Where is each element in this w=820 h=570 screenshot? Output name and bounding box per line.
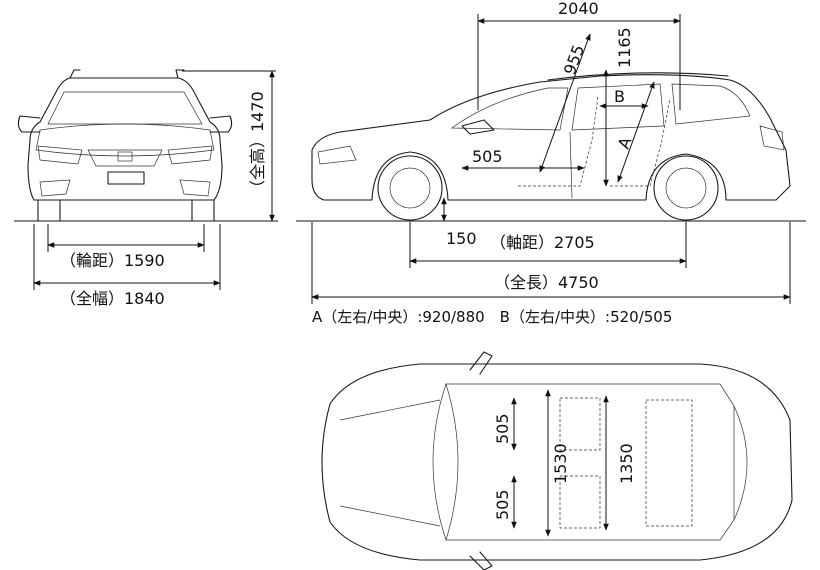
front-left-mirror	[17, 115, 41, 133]
front-roof-rail-right	[175, 69, 185, 79]
top-rear-bench	[645, 399, 693, 527]
side-front-wheel	[377, 155, 443, 221]
front-left-tire	[37, 199, 61, 222]
tread-label: （輪距）1590	[60, 251, 165, 270]
top-mirror-upper	[469, 351, 493, 375]
side-view: 2040 955 1165 B A 505 150 （軸距）2705 （全長）4…	[296, 0, 806, 326]
top-windshield-line	[445, 383, 459, 541]
wheelbase-label: （軸距）2705	[490, 233, 595, 252]
front-right-headlight	[167, 145, 213, 165]
side-taillight	[759, 125, 785, 151]
front-headroom-label: 955	[560, 42, 588, 77]
side-front-seat	[518, 95, 599, 187]
width-label: （全幅）1840	[60, 289, 165, 308]
b-label: B	[614, 87, 625, 106]
top-seat-lower-label: 505	[493, 489, 512, 520]
front-roof-rail-left	[69, 69, 81, 79]
ab-caption: A（左右/中央）:920/880 B（左右/中央）:520/505	[312, 308, 672, 326]
top-front-seat-right	[559, 475, 601, 529]
top-view: 505 505 1530 1350	[321, 351, 793, 570]
front-left-foglight	[39, 179, 71, 197]
seat-depth-label: 505	[472, 147, 503, 166]
top-seat-upper-label: 505	[493, 413, 512, 444]
front-view: （全高）1470 （輪距）1590 （全幅）1840	[14, 69, 278, 308]
front-left-headlight	[37, 145, 83, 165]
side-rear-rim	[665, 167, 707, 209]
front-hood-line	[35, 123, 215, 157]
side-headlight	[317, 145, 357, 165]
top-hood-line-upper	[339, 399, 441, 421]
front-right-mirror	[209, 115, 233, 133]
side-mirror	[461, 119, 495, 135]
front-right-tire	[191, 199, 215, 222]
side-rear-wheel	[653, 155, 719, 221]
side-front-rim	[389, 167, 431, 209]
side-quarter-window	[671, 83, 751, 125]
rear-headroom-label: 1165	[615, 27, 634, 68]
top-body-outline	[321, 363, 793, 561]
front-body-outline	[27, 77, 223, 201]
front-emblem	[117, 151, 133, 162]
side-rear-seat	[610, 97, 671, 187]
top-hood-line-lower	[339, 505, 441, 527]
top-rear-window-line	[733, 405, 748, 521]
top-front-width-label: 1530	[551, 443, 570, 484]
front-windshield	[47, 91, 203, 125]
top-front-seat-left	[559, 397, 601, 451]
interior-length-label: 2040	[558, 0, 599, 18]
a-label: A	[614, 135, 636, 152]
front-license-plate	[107, 171, 145, 185]
a-dim-line	[617, 81, 655, 183]
top-mirror-lower	[469, 551, 493, 570]
length-label: （全長）4750	[494, 273, 599, 292]
side-door-line	[569, 131, 573, 199]
ground-clearance-label: 150	[446, 229, 477, 248]
height-label: （全高）1470	[248, 91, 267, 196]
top-roof-outline	[432, 383, 735, 541]
front-grille	[87, 149, 163, 167]
top-rear-width-label: 1350	[617, 443, 636, 484]
front-headroom-dim-line	[539, 33, 591, 173]
front-right-foglight	[179, 179, 211, 197]
side-body-outline	[311, 74, 791, 201]
